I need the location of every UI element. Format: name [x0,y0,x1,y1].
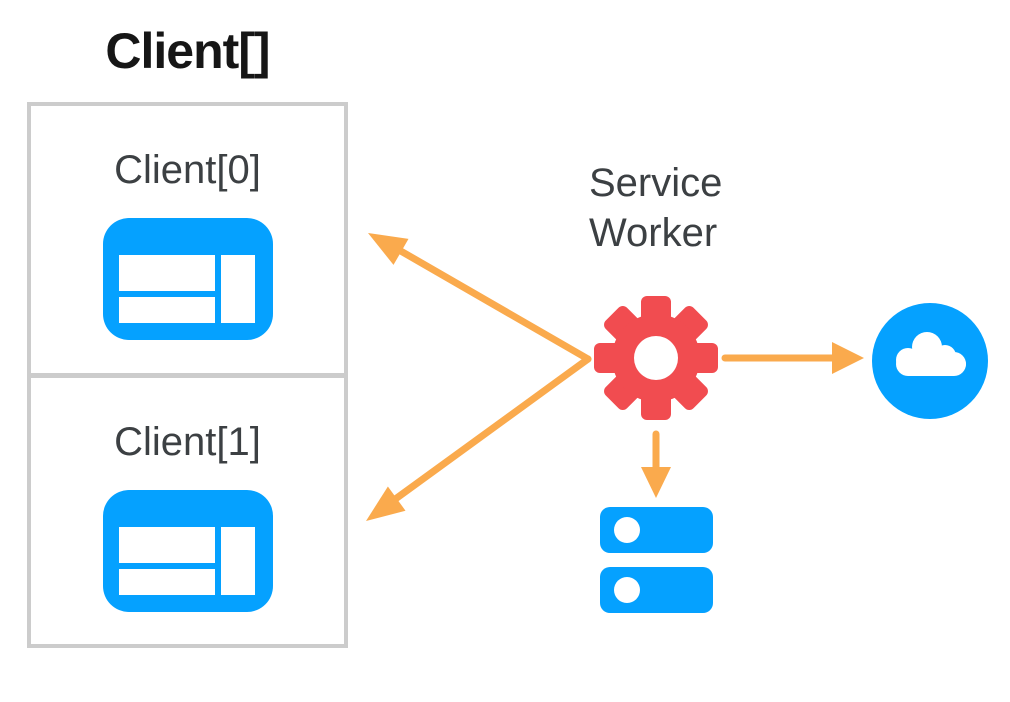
service-worker-label-line1: Service [589,161,723,205]
cloud-base [896,352,966,376]
arrow-to-database [641,430,671,498]
browser-content-side-pane [220,526,255,595]
browser-content-top-pane [118,526,215,563]
client-cell-1: Client[1] [31,378,344,645]
arrow-to-cloud [721,342,864,374]
browser-content-bottom-pane [118,297,215,323]
database-disk-top-light [614,517,640,543]
arrow-to-client1-line [390,355,592,504]
arrow-to-client0-head [368,233,409,265]
client-1-label: Client[1] [114,419,261,464]
browser-window-icon [102,218,273,340]
arrow-to-client0 [368,233,592,363]
cloud-icon [872,303,988,419]
arrow-to-database-head [641,467,671,498]
browser-content-top-pane [118,255,215,291]
client-cell-0: Client[0] [31,106,344,378]
arrow-to-client1-head [366,486,406,521]
database-disk-bottom-light [614,577,640,603]
service-worker-label: Service Worker [589,158,722,258]
browser-content-bottom-pane [118,568,215,595]
gear-hole [634,336,678,380]
browser-content-side-pane [220,255,255,323]
database-icon [600,507,713,613]
service-worker-label-line2: Worker [589,211,718,255]
arrow-to-client0-line [395,246,592,363]
gear-icon [594,296,718,420]
arrow-to-client1 [366,355,592,521]
clients-box: Client[0] Client[1] [27,102,348,648]
cloud-shape [896,332,966,376]
clients-array-title: Client[] [105,23,270,79]
arrow-to-cloud-head [832,342,864,374]
client-0-label: Client[0] [114,148,261,192]
browser-window-icon [102,489,273,612]
